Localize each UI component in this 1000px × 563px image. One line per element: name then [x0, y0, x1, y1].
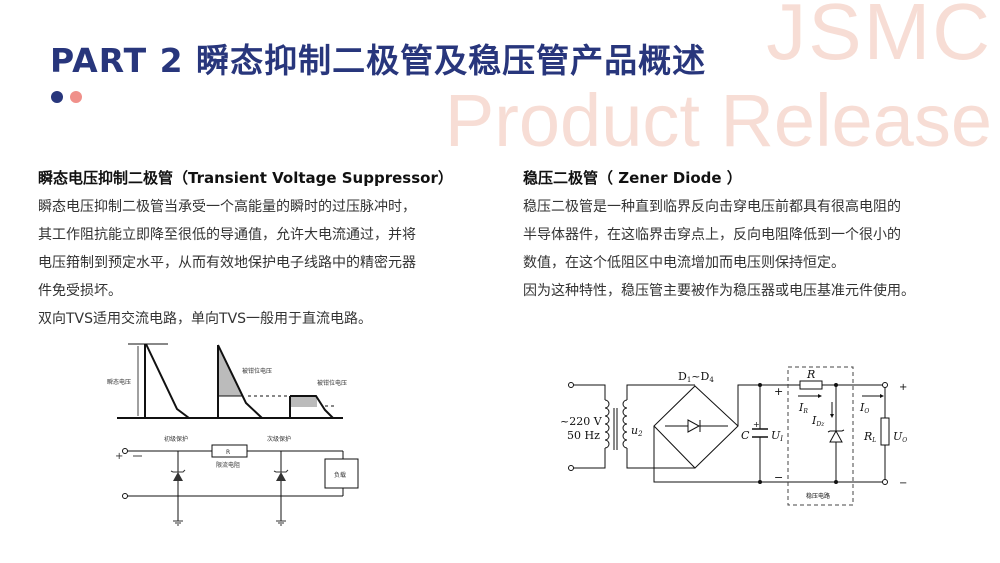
resistor-label: R	[226, 449, 230, 456]
clamped-voltage-label: 被钳位电压	[242, 367, 272, 375]
cap-plus: +	[753, 420, 760, 429]
watermark-jsmc: JSMC	[766, 0, 992, 76]
rl-label: RL	[863, 430, 876, 444]
source-frequency-label: 50 Hz	[567, 429, 600, 442]
primary-protection-label: 初级保护	[164, 435, 188, 443]
tvs-text-line: 其工作阻抗能立即降至很低的导通值，允许大电流通过，并将	[38, 227, 416, 243]
decor-dot-pink	[70, 91, 82, 103]
u2-label: u2	[631, 424, 643, 438]
page-title: PART 2 瞬态抑制二极管及稳压管产品概述	[50, 41, 707, 80]
io-label: IO	[859, 401, 869, 415]
ground-icon	[276, 520, 286, 526]
source-voltage-label: ~220 V	[560, 415, 603, 428]
idz-label: IDz	[811, 414, 825, 428]
tvs-heading: 瞬态电压抑制二极管（Transient Voltage Suppressor）	[38, 169, 453, 187]
minus-sign: −	[774, 471, 783, 484]
zener-heading: 稳压二极管（ Zener Diode ）	[523, 169, 742, 187]
watermark-product-release: Product Release	[444, 79, 992, 162]
tvs-section: 瞬态电压抑制二极管（Transient Voltage Suppressor） …	[38, 166, 453, 333]
zener-diode-icon	[827, 429, 845, 443]
capacitor-label: C	[741, 429, 750, 442]
u1-label: UI	[771, 429, 783, 443]
tvs-diode-icon	[273, 469, 289, 481]
zener-text-line: 稳压二极管是一种直到临界反向击穿电压前都具有很高电阻的	[523, 199, 901, 215]
tvs-text-line: 双向TVS适用交流电路，单向TVS一般用于直流电路。	[38, 311, 373, 327]
load-label: 负载	[334, 471, 346, 479]
zener-text-line: 数值，在这个低阻区中电流增加而电压则保持恒定。	[523, 255, 845, 271]
zener-text-line: 半导体器件，在这临界击穿点上，反向电阻降低到一个很小的	[523, 227, 901, 243]
plus-sign: +	[774, 385, 783, 398]
current-limit-resistor-label: 限流电阻	[216, 461, 240, 469]
tvs-text-line: 件免受损坏。	[38, 283, 122, 299]
bridge-label: D1~D4	[678, 370, 714, 384]
secondary-protection-label: 次级保护	[267, 435, 291, 443]
uo-label: UO	[893, 430, 907, 444]
tvs-text-line: 瞬态电压抑制二极管当承受一个高能量的瞬时的过压脉冲时，	[38, 199, 416, 215]
tvs-diode-icon	[170, 469, 186, 481]
output-minus: −	[899, 478, 907, 489]
output-plus: +	[899, 382, 907, 393]
zener-text-line: 因为这种特性，稳压管主要被作为稳压器或电压基准元件使用。	[523, 283, 915, 299]
clamped-voltage-label: 被钳位电压	[317, 379, 347, 387]
bridge-diode-icon	[687, 419, 701, 433]
zener-section: 稳压二极管（ Zener Diode ） 稳压二极管是一种直到临界反向击穿电压前…	[523, 166, 915, 305]
resistor-label: R	[806, 368, 815, 381]
tvs-text-line: 电压箝制到预定水平，从而有效地保护电子线路中的精密元器	[38, 255, 416, 271]
transient-voltage-label: 瞬态电压	[107, 378, 131, 386]
ir-label: IR	[798, 401, 808, 415]
plus-sign: +	[115, 451, 123, 462]
ground-icon	[173, 520, 183, 526]
decor-dot-blue	[51, 91, 63, 103]
regulator-circuit-label: 稳压电路	[806, 492, 830, 500]
